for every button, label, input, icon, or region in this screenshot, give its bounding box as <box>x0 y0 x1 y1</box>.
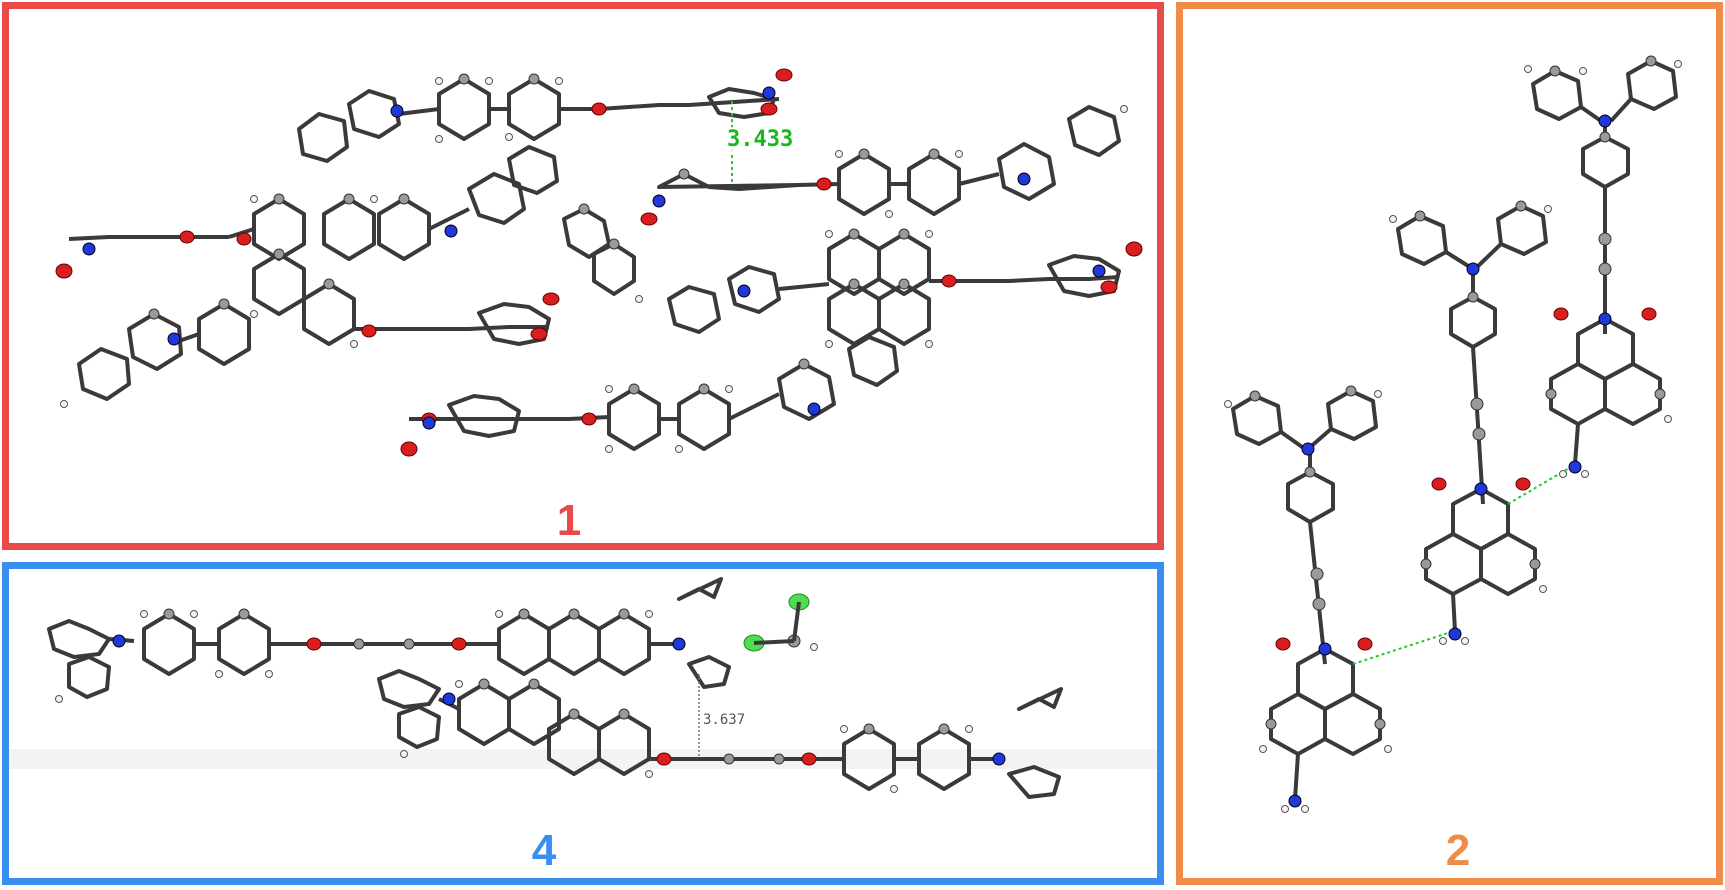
panel-compound-2: 2 <box>1176 2 1723 885</box>
crystal-structure-2 <box>1224 55 1682 813</box>
panel-compound-1: 3.433 1 <box>2 2 1164 550</box>
crystal-structure-1 <box>55 68 1143 457</box>
carbon-atoms-1 <box>148 73 940 395</box>
stacking-distance-label-1: 3.433 <box>727 127 794 152</box>
compound-label-2: 2 <box>1445 826 1471 875</box>
nitrogen-atoms-4 <box>112 634 1006 766</box>
oxygen-atoms-2 <box>1275 307 1657 651</box>
solvent-bonds-4 <box>753 601 801 645</box>
hydrogen-atoms-1 <box>60 77 1128 453</box>
carbon-atoms-4 <box>163 608 950 765</box>
hydrogen-atoms-4 <box>55 610 973 793</box>
pi-stacking-contact-1 <box>727 101 797 185</box>
compound-label-4: 4 <box>531 826 557 875</box>
molecules-2 <box>1231 59 1678 800</box>
crystal-structure-4 <box>9 577 1157 799</box>
compound-label-1: 1 <box>556 496 582 545</box>
nitrogen-atoms-2 <box>1288 114 1612 808</box>
molecules-1 <box>68 77 1121 451</box>
hydrogen-atoms-2 <box>1224 60 1682 813</box>
oxygen-atoms-1 <box>55 68 1143 457</box>
shadow-band-4 <box>9 749 1157 769</box>
oxygen-atoms-4 <box>306 637 817 766</box>
stacking-distance-label-4: 3.637 <box>703 712 746 728</box>
nitrogen-atoms-1 <box>82 86 1106 430</box>
panel-compound-4: 3.637 4 <box>2 562 1164 885</box>
